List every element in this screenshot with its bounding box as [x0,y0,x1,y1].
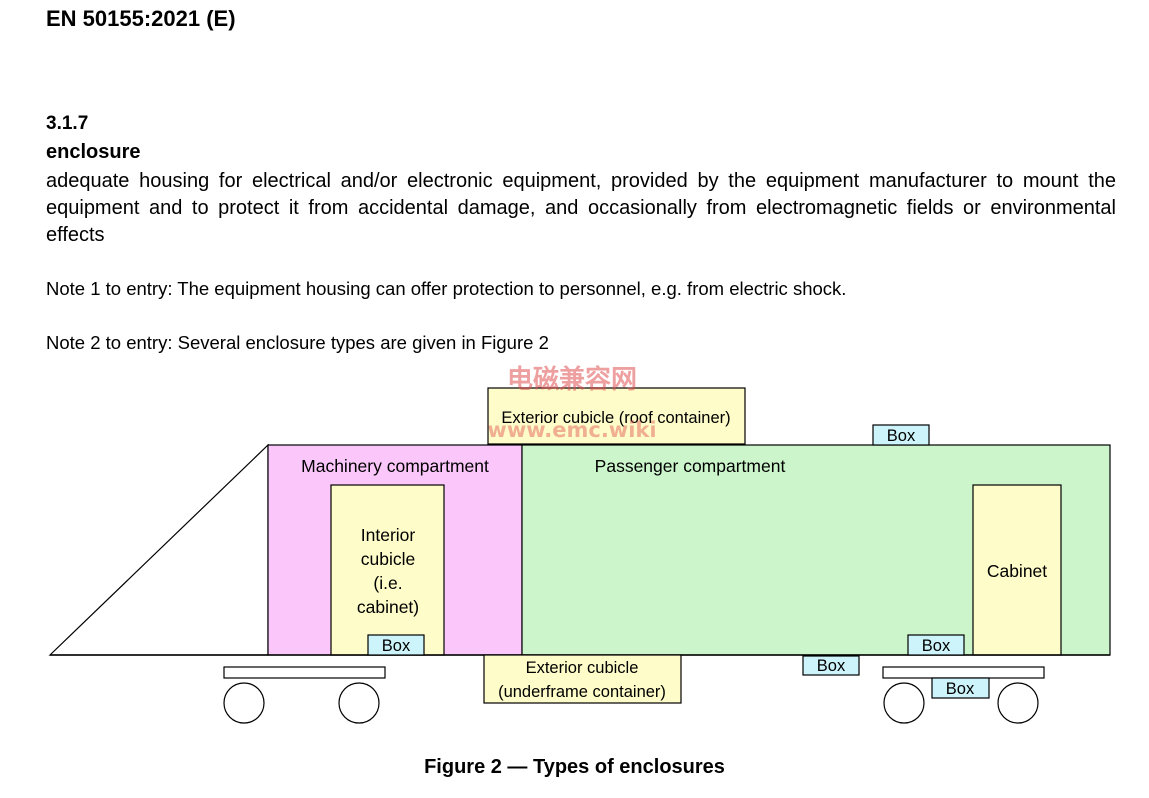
box-passenger [907,634,965,656]
wheel-icon [997,682,1039,724]
passenger-label: Passenger compartment [595,456,786,476]
interior-label-4: cabinet) [357,597,419,617]
box-roof [872,424,930,446]
roof-container-label: Exterior cubicle (roof container) [501,409,730,427]
term-title: enclosure [46,141,141,163]
wheel-icon [883,682,925,724]
box-label: Box [817,657,846,675]
note-2: Note 2 to entry: Several enclosure types… [46,332,549,353]
interior-label-1: Interior [361,525,416,545]
bogie-frame-right [882,666,1045,679]
watermark-url: www.emc.wiki [487,418,656,442]
note-1: Note 1 to entry: The equipment housing c… [46,278,847,299]
box-bogie [931,677,990,699]
box-underframe [802,655,860,676]
underframe-container [483,654,682,704]
bogie-frame-left [223,666,386,679]
box-label: Box [382,637,411,655]
roof-container [487,387,746,445]
underframe-label-2: (underframe container) [498,683,666,701]
cabinet [972,484,1062,656]
watermark-cn: 电磁兼容网 [507,364,637,395]
standard-header: EN 50155:2021 (E) [46,6,236,31]
interior-label-3: (i.e. [373,573,402,593]
box-label: Box [946,680,975,698]
box-interior [367,634,425,656]
clause-number: 3.1.7 [46,113,89,134]
cabinet-label: Cabinet [987,561,1047,581]
box-label: Box [887,427,916,445]
underframe-label-1: Exterior cubicle [526,659,639,677]
wheel-icon [338,682,380,724]
figure-caption: Figure 2 — Types of enclosures [424,756,725,778]
interior-cubicle [330,484,445,656]
interior-label-2: cubicle [361,549,415,569]
machinery-label: Machinery compartment [301,456,489,476]
vehicle-nose [48,443,269,656]
term-definition: adequate housing for electrical and/or e… [46,170,1116,246]
box-label: Box [922,637,951,655]
wheel-icon [223,682,265,724]
